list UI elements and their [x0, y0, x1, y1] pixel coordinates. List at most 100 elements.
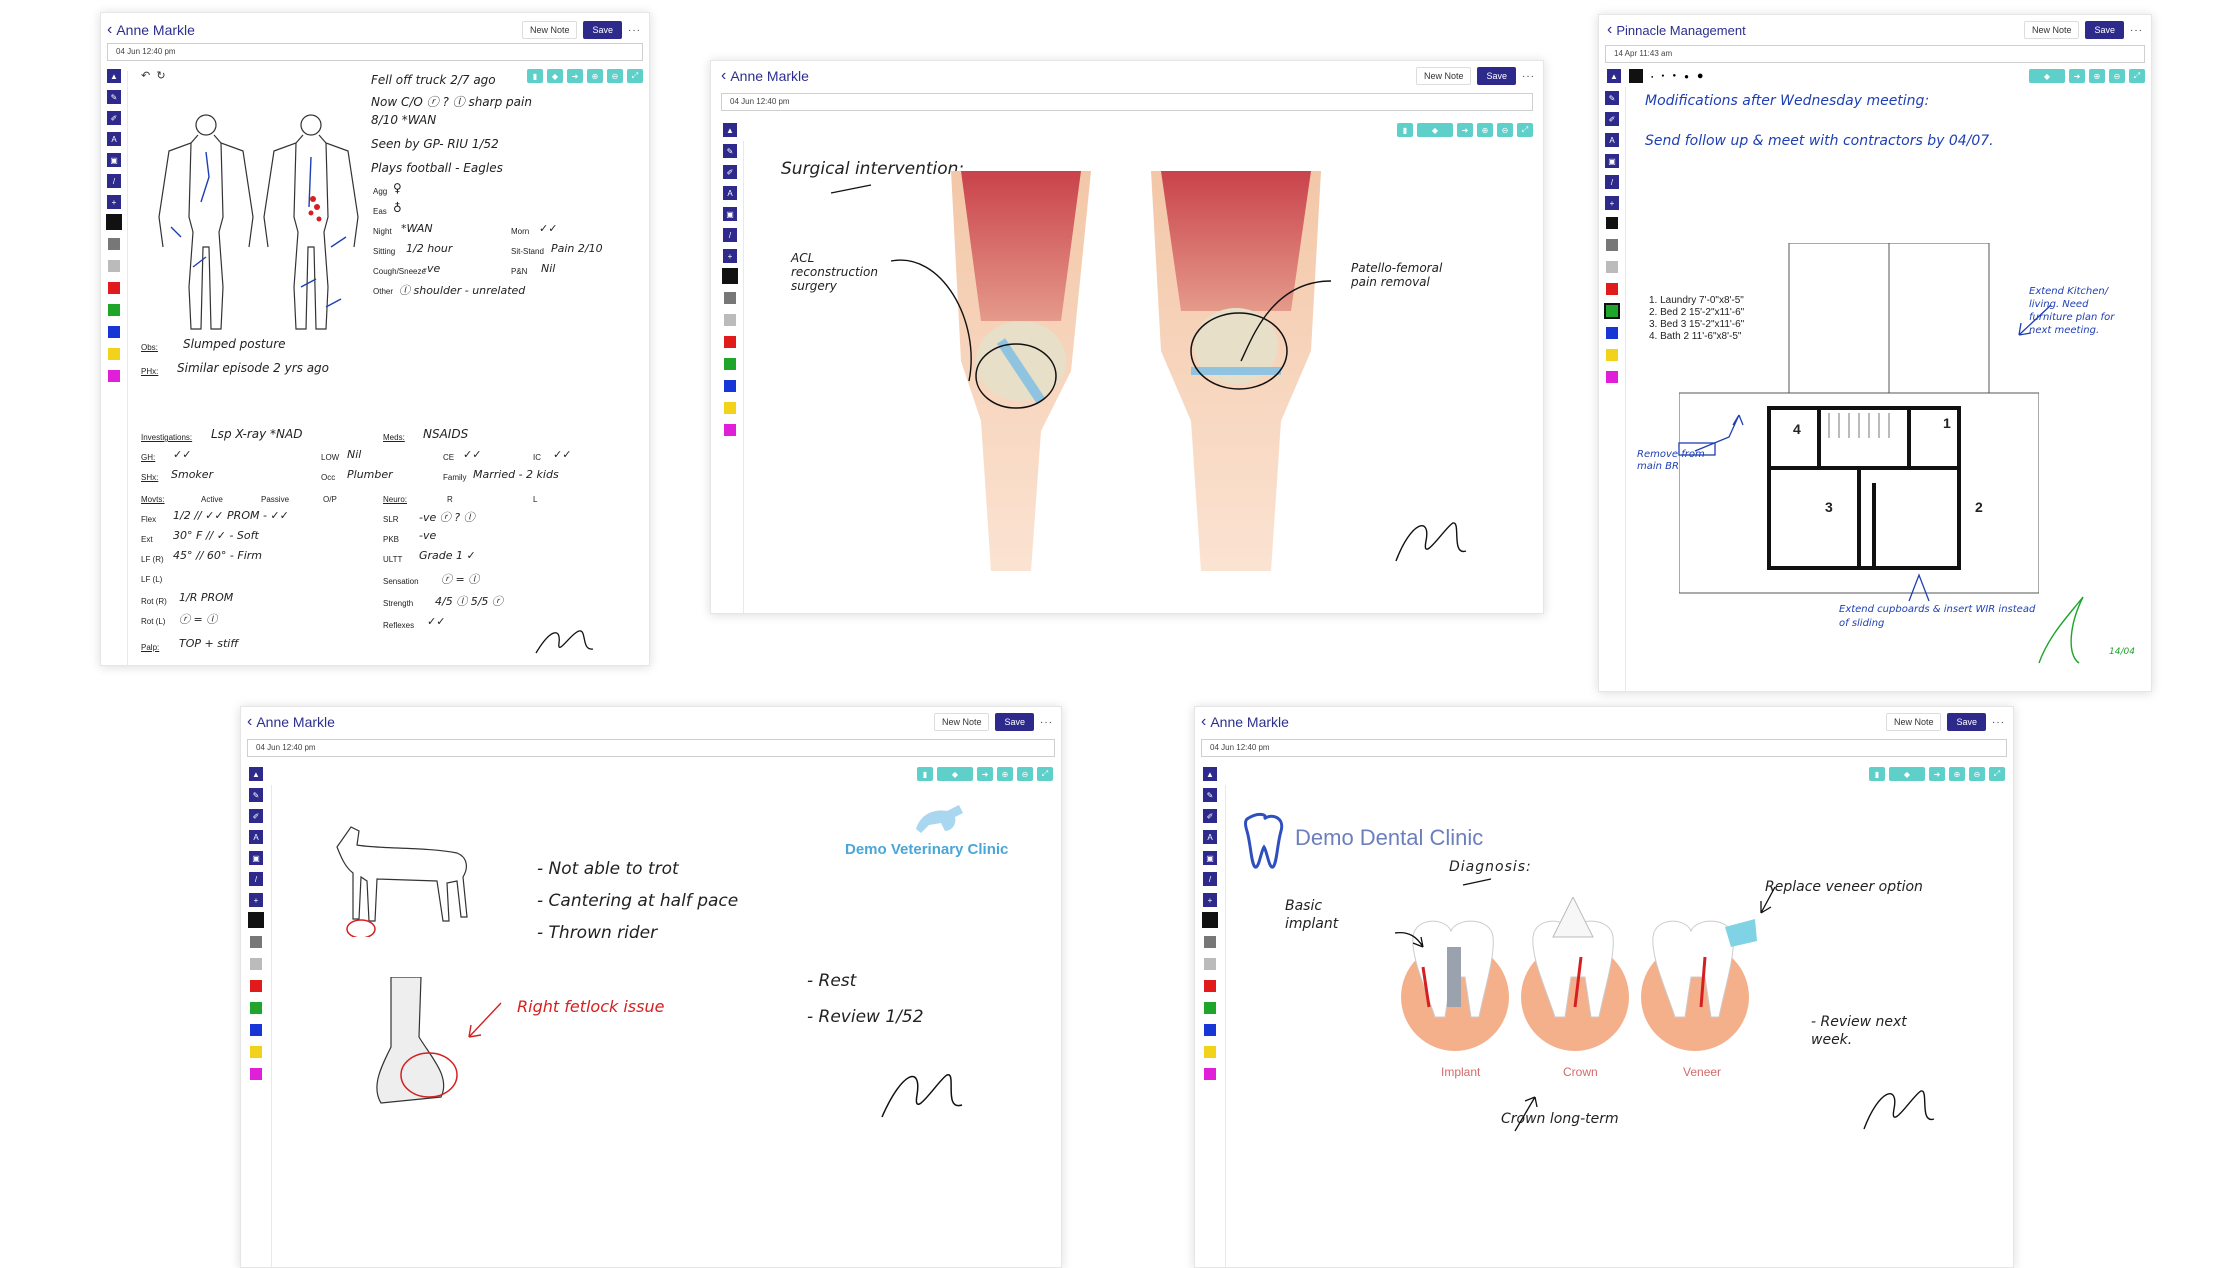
date-field[interactable]: 04 Jun 12:40 pm [247, 739, 1055, 757]
pen-tool-icon[interactable]: ✎ [723, 144, 737, 158]
trash-icon[interactable]: ▮ [527, 69, 543, 83]
highlighter-tool-icon[interactable]: ✐ [249, 809, 263, 823]
back-button[interactable]: ‹Anne Markle [247, 713, 335, 731]
color-swatch-gray[interactable] [108, 238, 120, 250]
zoom-out-icon[interactable]: ⊖ [1017, 767, 1033, 781]
color-swatch-yellow[interactable] [108, 348, 120, 360]
color-swatch-lightgray[interactable] [108, 260, 120, 272]
text-tool-icon[interactable]: A [107, 132, 121, 146]
color-swatch-lightgray[interactable] [724, 314, 736, 326]
save-button[interactable]: Save [1947, 713, 1986, 731]
color-swatch-black[interactable] [248, 912, 264, 928]
date-field[interactable]: 04 Jun 12:40 pm [1201, 739, 2007, 757]
add-tool-icon[interactable]: + [107, 195, 121, 209]
move-icon[interactable]: ◆ [1417, 123, 1453, 137]
add-tool-icon[interactable]: + [249, 893, 263, 907]
trash-icon[interactable]: ▮ [1397, 123, 1413, 137]
more-menu-button[interactable]: ··· [2130, 24, 2143, 36]
image-tool-icon[interactable]: ▣ [249, 851, 263, 865]
color-swatch-magenta[interactable] [108, 370, 120, 382]
image-tool-icon[interactable]: ▣ [1605, 154, 1619, 168]
date-field[interactable]: 04 Jun 12:40 pm [107, 43, 643, 61]
line-tool-icon[interactable]: / [249, 872, 263, 886]
text-tool-icon[interactable]: A [723, 186, 737, 200]
color-swatch-magenta[interactable] [1606, 371, 1618, 383]
date-field[interactable]: 14 Apr 11:43 am [1605, 45, 2145, 63]
select-tool-icon[interactable]: ▲ [723, 123, 737, 137]
move-icon[interactable]: ◆ [2029, 69, 2065, 83]
pen-tool-icon[interactable]: ✎ [107, 90, 121, 104]
pen-size-4[interactable]: ● [1684, 71, 1689, 81]
select-tool-icon[interactable]: ▲ [1607, 69, 1621, 83]
zoom-in-icon[interactable]: ⊕ [587, 69, 603, 83]
pen-tool-icon[interactable]: ✎ [249, 788, 263, 802]
select-tool-icon[interactable]: ▲ [1203, 767, 1217, 781]
more-menu-button[interactable]: ··· [1040, 716, 1053, 728]
text-tool-icon[interactable]: A [1203, 830, 1217, 844]
zoom-out-icon[interactable]: ⊖ [2109, 69, 2125, 83]
save-button[interactable]: Save [2085, 21, 2124, 39]
pen-size-3[interactable]: ● [1672, 73, 1677, 79]
color-swatch-gray[interactable] [1204, 936, 1216, 948]
arrow-icon[interactable]: ➜ [977, 767, 993, 781]
color-swatch-black[interactable] [106, 214, 122, 230]
color-swatch-blue[interactable] [1204, 1024, 1216, 1036]
color-swatch-magenta[interactable] [1204, 1068, 1216, 1080]
trash-icon[interactable]: ▮ [1869, 767, 1885, 781]
color-swatch-green[interactable] [1204, 1002, 1216, 1014]
text-tool-icon[interactable]: A [249, 830, 263, 844]
color-swatch-yellow[interactable] [1204, 1046, 1216, 1058]
color-swatch-gray[interactable] [724, 292, 736, 304]
zoom-out-icon[interactable]: ⊖ [1497, 123, 1513, 137]
color-swatch-red[interactable] [1204, 980, 1216, 992]
move-icon[interactable]: ◆ [1889, 767, 1925, 781]
select-tool-icon[interactable]: ▲ [107, 69, 121, 83]
expand-icon[interactable]: ⤢ [2129, 69, 2145, 83]
back-button[interactable]: ‹Pinnacle Management [1607, 21, 1746, 39]
more-menu-button[interactable]: ··· [1992, 716, 2005, 728]
color-swatch-lightgray[interactable] [250, 958, 262, 970]
save-button[interactable]: Save [1477, 67, 1516, 85]
color-swatch-lightgray[interactable] [1606, 261, 1618, 273]
arrow-icon[interactable]: ➜ [2069, 69, 2085, 83]
new-note-button[interactable]: New Note [2023, 21, 2080, 39]
pen-color-black[interactable] [1629, 69, 1643, 83]
redo-icon[interactable]: ↻ [156, 70, 166, 82]
add-tool-icon[interactable]: + [1605, 196, 1619, 210]
line-tool-icon[interactable]: / [1203, 872, 1217, 886]
color-swatch-gray[interactable] [1606, 239, 1618, 251]
line-tool-icon[interactable]: / [107, 174, 121, 188]
date-field[interactable]: 04 Jun 12:40 pm [721, 93, 1533, 111]
color-swatch-blue[interactable] [250, 1024, 262, 1036]
color-swatch-lightgray[interactable] [1204, 958, 1216, 970]
add-tool-icon[interactable]: + [1203, 893, 1217, 907]
select-tool-icon[interactable]: ▲ [249, 767, 263, 781]
highlighter-tool-icon[interactable]: ✐ [1605, 112, 1619, 126]
zoom-out-icon[interactable]: ⊖ [607, 69, 623, 83]
color-swatch-magenta[interactable] [724, 424, 736, 436]
color-swatch-blue[interactable] [1606, 327, 1618, 339]
new-note-button[interactable]: New Note [521, 21, 578, 39]
highlighter-tool-icon[interactable]: ✐ [723, 165, 737, 179]
save-button[interactable]: Save [995, 713, 1034, 731]
color-swatch-red[interactable] [724, 336, 736, 348]
zoom-in-icon[interactable]: ⊕ [1949, 767, 1965, 781]
line-tool-icon[interactable]: / [1605, 175, 1619, 189]
save-button[interactable]: Save [583, 21, 622, 39]
new-note-button[interactable]: New Note [1415, 67, 1472, 85]
color-swatch-yellow[interactable] [724, 402, 736, 414]
line-tool-icon[interactable]: / [723, 228, 737, 242]
color-swatch-green[interactable] [1604, 303, 1620, 319]
color-swatch-gray[interactable] [250, 936, 262, 948]
color-swatch-black[interactable] [722, 268, 738, 284]
expand-icon[interactable]: ⤢ [1037, 767, 1053, 781]
color-swatch-red[interactable] [108, 282, 120, 294]
image-tool-icon[interactable]: ▣ [1203, 851, 1217, 865]
arrow-icon[interactable]: ➜ [1929, 767, 1945, 781]
zoom-in-icon[interactable]: ⊕ [1477, 123, 1493, 137]
color-swatch-green[interactable] [250, 1002, 262, 1014]
back-button[interactable]: ‹Anne Markle [721, 67, 809, 85]
pen-tool-icon[interactable]: ✎ [1605, 91, 1619, 105]
trash-icon[interactable]: ▮ [917, 767, 933, 781]
move-icon[interactable]: ◆ [937, 767, 973, 781]
